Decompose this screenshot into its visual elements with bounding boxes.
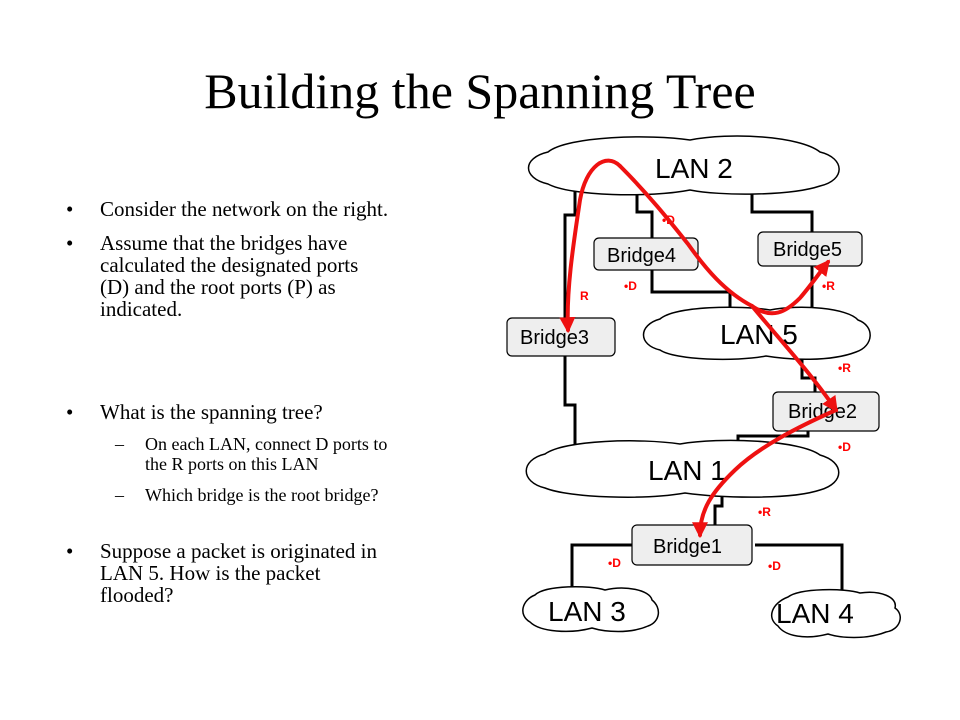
bullet-marker: •	[66, 400, 74, 424]
bridge-4-label: Bridge4	[607, 245, 676, 267]
bridge-3-label: Bridge3	[520, 327, 589, 349]
lan-5: LAN 5	[642, 306, 871, 361]
bullet-3: • What is the spanning tree?	[66, 400, 323, 424]
lan-4: LAN 4	[770, 588, 901, 639]
wire-bridge3-lan1	[563, 356, 577, 458]
spanning-tree-arrows	[559, 158, 838, 539]
bridge-5-label: Bridge5	[773, 239, 842, 261]
bridge-1-label: Bridge1	[653, 536, 722, 558]
bullet-1: • Consider the network on the right.	[66, 197, 389, 221]
bridge-3: Bridge3	[506, 317, 616, 357]
bullet-marker: •	[66, 197, 74, 221]
subbullet-marker: –	[115, 485, 124, 505]
bullet-line: flooded?	[100, 583, 174, 607]
page-title: Building the Spanning Tree	[204, 63, 756, 119]
wire-lan2-bridge5	[750, 188, 814, 232]
lan-3-label: LAN 3	[548, 596, 626, 627]
port-label-b2-top: •R	[838, 361, 851, 375]
bullet-line: calculated the designated ports	[100, 253, 359, 277]
port-label-b1-right: •D	[768, 559, 781, 573]
lan-2-cloud	[527, 135, 840, 196]
lan-2: LAN 2	[527, 135, 840, 196]
bullet-line: indicated.	[100, 297, 183, 321]
bullet-text: What is the spanning tree?	[100, 400, 323, 424]
port-label-b1-top: •R	[758, 505, 771, 519]
subbullet-line: On each LAN, connect D ports to	[145, 434, 388, 454]
arrow-to-bridge5	[750, 259, 830, 316]
wire-bridge1-lan4	[755, 543, 844, 590]
port-label-b2-bottom: •D	[838, 440, 851, 454]
lan-4-cloud	[770, 588, 901, 639]
subbullet-marker: –	[115, 434, 124, 454]
port-label-b4-bottom: •D	[624, 279, 637, 293]
arrow-bridge2-to-bridge1	[692, 408, 838, 539]
bridge-5: Bridge5	[757, 231, 863, 267]
bullet-line: (D) and the root ports (P) as	[100, 275, 336, 299]
arrow-lan2-to-bridge3	[559, 158, 622, 334]
bridge-5-box	[757, 231, 863, 267]
port-label-b3-top: R	[580, 289, 589, 303]
arrow-lan2-to-bridge4-path	[618, 164, 754, 308]
bridge-1-box	[631, 524, 753, 566]
bridge-2-label: Bridge2	[788, 401, 857, 423]
subbullet-line: Which bridge is the root bridge?	[145, 485, 379, 505]
lan-4-label: LAN 4	[776, 598, 854, 629]
lan-3-cloud	[522, 585, 660, 633]
subbullet-line: the R ports on this LAN	[145, 454, 319, 474]
lan-1-label: LAN 1	[648, 455, 726, 486]
lan-3: LAN 3	[522, 585, 660, 633]
wire-bridge4-lan5	[650, 270, 732, 318]
lan-2-label: LAN 2	[655, 153, 733, 184]
wire-lan2-bridge3	[563, 185, 577, 318]
bullet-2: • Assume that the bridges have calculate…	[66, 231, 359, 321]
lan-1-cloud	[525, 439, 840, 498]
port-labels: •D •D R •R •R •D •R •D •D	[580, 213, 851, 573]
bullet-line: Assume that the bridges have	[100, 231, 348, 255]
bridge-4-box	[593, 237, 699, 271]
subbullet-2: – Which bridge is the root bridge?	[115, 485, 379, 505]
subbullet-1: – On each LAN, connect D ports to the R …	[115, 434, 388, 474]
wire-lan2-bridge4	[635, 188, 654, 238]
wires	[563, 185, 844, 590]
bullet-4: • Suppose a packet is originated in LAN …	[66, 539, 378, 607]
bullet-marker: •	[66, 231, 74, 255]
lan-5-cloud	[642, 306, 871, 361]
bridge-1: Bridge1	[631, 524, 753, 566]
arrow-to-bridge2	[750, 304, 838, 413]
bullet-text: Consider the network on the right.	[100, 197, 389, 221]
port-label-b1-left: •D	[608, 556, 621, 570]
lan-1: LAN 1	[525, 439, 840, 498]
bullet-marker: •	[66, 539, 74, 563]
bridge-4: Bridge4	[593, 237, 699, 271]
wire-bridge1-lan3	[570, 543, 632, 590]
bullet-line: Suppose a packet is originated in	[100, 539, 378, 563]
bullet-line: LAN 5. How is the packet	[100, 561, 321, 585]
port-label-b5-bottom: •R	[822, 279, 835, 293]
